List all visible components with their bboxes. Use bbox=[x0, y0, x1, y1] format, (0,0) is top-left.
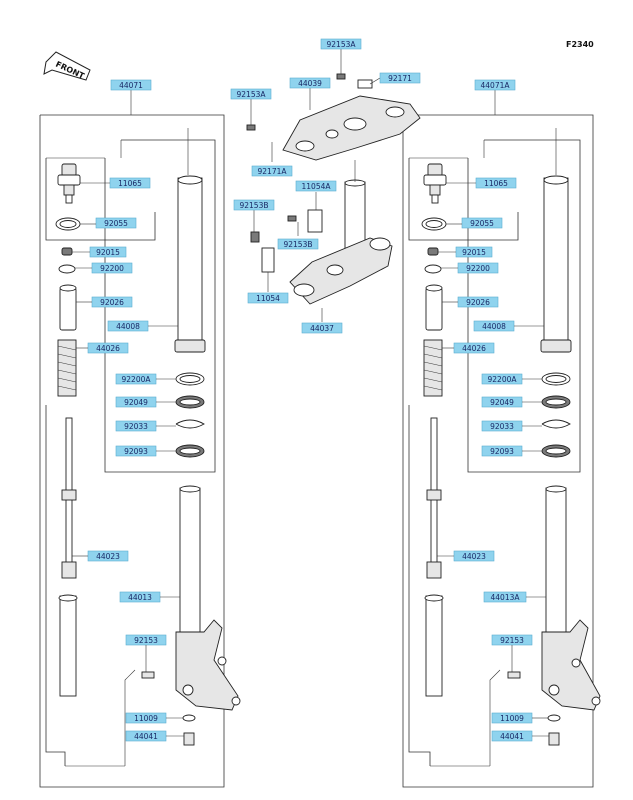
svg-text:44071A: 44071A bbox=[481, 81, 511, 90]
svg-text:11054: 11054 bbox=[256, 294, 280, 303]
svg-text:92200: 92200 bbox=[466, 264, 490, 273]
part-label-92015-right[interactable]: 92015 bbox=[455, 246, 493, 258]
part-label-92033-right[interactable]: 92033 bbox=[481, 420, 523, 432]
svg-text:44039: 44039 bbox=[298, 79, 322, 88]
part-label-44013a-right[interactable]: 44013A bbox=[483, 591, 527, 603]
svg-text:44037: 44037 bbox=[310, 324, 334, 333]
svg-text:44023: 44023 bbox=[96, 552, 120, 561]
svg-text:11054A: 11054A bbox=[302, 182, 332, 191]
svg-text:92200A: 92200A bbox=[488, 375, 518, 384]
svg-text:44026: 44026 bbox=[462, 344, 486, 353]
svg-text:92033: 92033 bbox=[490, 422, 514, 431]
part-label-11054a[interactable]: 11054A bbox=[295, 180, 337, 192]
svg-text:44023: 44023 bbox=[462, 552, 486, 561]
svg-text:44026: 44026 bbox=[96, 344, 120, 353]
part-label-11009-left[interactable]: 11009 bbox=[125, 712, 167, 724]
svg-text:92153A: 92153A bbox=[327, 40, 357, 49]
svg-text:44008: 44008 bbox=[482, 322, 506, 331]
part-label-92026-left[interactable]: 92026 bbox=[91, 296, 133, 308]
svg-text:11065: 11065 bbox=[484, 179, 508, 188]
part-label-44039[interactable]: 44039 bbox=[289, 77, 331, 89]
part-label-92055-right[interactable]: 92055 bbox=[461, 217, 503, 229]
part-label-44008-left[interactable]: 44008 bbox=[107, 320, 149, 332]
part-label-44026-left[interactable]: 44026 bbox=[87, 342, 129, 354]
part-label-92153a-top[interactable]: 92153A bbox=[320, 38, 362, 50]
labels-layer: 44071 44071A 92153A 44039 92171 92153A 9… bbox=[72, 38, 549, 742]
svg-text:92153B: 92153B bbox=[283, 240, 312, 249]
part-label-92153-right[interactable]: 92153 bbox=[491, 634, 533, 646]
part-label-92153b[interactable]: 92153B bbox=[233, 199, 275, 211]
part-label-92200-right[interactable]: 92200 bbox=[457, 262, 499, 274]
part-label-92171a[interactable]: 92171A bbox=[251, 165, 293, 177]
svg-text:44008: 44008 bbox=[116, 322, 140, 331]
part-label-44041-right[interactable]: 44041 bbox=[491, 730, 533, 742]
part-label-92093-left[interactable]: 92093 bbox=[115, 445, 157, 457]
part-label-92055-left[interactable]: 92055 bbox=[95, 217, 137, 229]
part-label-44037[interactable]: 44037 bbox=[301, 322, 343, 334]
part-label-92153b-2[interactable]: 92153B bbox=[277, 238, 319, 250]
svg-text:92093: 92093 bbox=[124, 447, 148, 456]
svg-text:92093: 92093 bbox=[490, 447, 514, 456]
part-label-44023-left[interactable]: 44023 bbox=[87, 550, 129, 562]
part-label-92049-left[interactable]: 92049 bbox=[115, 396, 157, 408]
front-arrow-icon: FRONT bbox=[43, 51, 91, 81]
svg-text:11009: 11009 bbox=[134, 714, 158, 723]
part-label-92015-left[interactable]: 92015 bbox=[89, 246, 127, 258]
svg-text:44041: 44041 bbox=[500, 732, 524, 741]
part-label-44023-right[interactable]: 44023 bbox=[453, 550, 495, 562]
svg-text:92033: 92033 bbox=[124, 422, 148, 431]
part-label-92049-right[interactable]: 92049 bbox=[481, 396, 523, 408]
part-label-92200a-left[interactable]: 92200A bbox=[115, 373, 157, 385]
svg-text:92171: 92171 bbox=[388, 74, 412, 83]
svg-text:92015: 92015 bbox=[96, 248, 120, 257]
svg-text:92153: 92153 bbox=[134, 636, 158, 645]
part-label-44071[interactable]: 44071 bbox=[110, 79, 152, 91]
part-label-92153-left[interactable]: 92153 bbox=[125, 634, 167, 646]
svg-text:92153B: 92153B bbox=[239, 201, 268, 210]
part-label-44071a[interactable]: 44071A bbox=[474, 79, 516, 91]
svg-text:92055: 92055 bbox=[104, 219, 128, 228]
svg-text:92200: 92200 bbox=[100, 264, 124, 273]
svg-text:44071: 44071 bbox=[119, 81, 143, 90]
svg-text:92200A: 92200A bbox=[122, 375, 152, 384]
svg-text:92026: 92026 bbox=[466, 298, 490, 307]
svg-text:44013A: 44013A bbox=[491, 593, 521, 602]
part-label-92200-left[interactable]: 92200 bbox=[91, 262, 133, 274]
svg-text:44013: 44013 bbox=[128, 593, 152, 602]
svg-text:11065: 11065 bbox=[118, 179, 142, 188]
part-label-92171[interactable]: 92171 bbox=[379, 72, 421, 84]
part-label-11009-right[interactable]: 11009 bbox=[491, 712, 533, 724]
svg-text:92026: 92026 bbox=[100, 298, 124, 307]
part-label-11065-left[interactable]: 11065 bbox=[109, 177, 151, 189]
svg-text:92015: 92015 bbox=[462, 248, 486, 257]
svg-text:44041: 44041 bbox=[134, 732, 158, 741]
svg-text:92049: 92049 bbox=[490, 398, 514, 407]
svg-text:92055: 92055 bbox=[470, 219, 494, 228]
part-label-92153a-left[interactable]: 92153A bbox=[230, 88, 272, 100]
part-label-44041-left[interactable]: 44041 bbox=[125, 730, 167, 742]
steering-stem-assembly bbox=[246, 49, 421, 322]
svg-text:92171A: 92171A bbox=[258, 167, 288, 176]
part-label-11054[interactable]: 11054 bbox=[247, 292, 289, 304]
svg-text:92153A: 92153A bbox=[237, 90, 267, 99]
svg-text:92049: 92049 bbox=[124, 398, 148, 407]
diagram-code: F2340 bbox=[566, 40, 594, 49]
part-label-92200a-right[interactable]: 92200A bbox=[481, 373, 523, 385]
right-fork-assembly bbox=[402, 90, 601, 788]
part-label-11065-right[interactable]: 11065 bbox=[475, 177, 517, 189]
part-label-44026-right[interactable]: 44026 bbox=[453, 342, 495, 354]
part-label-92026-right[interactable]: 92026 bbox=[457, 296, 499, 308]
left-fork-assembly bbox=[39, 90, 241, 788]
part-label-92033-left[interactable]: 92033 bbox=[115, 420, 157, 432]
svg-text:92153: 92153 bbox=[500, 636, 524, 645]
part-label-44008-right[interactable]: 44008 bbox=[473, 320, 515, 332]
svg-text:11009: 11009 bbox=[500, 714, 524, 723]
part-label-44013-left[interactable]: 44013 bbox=[119, 591, 161, 603]
part-label-92093-right[interactable]: 92093 bbox=[481, 445, 523, 457]
